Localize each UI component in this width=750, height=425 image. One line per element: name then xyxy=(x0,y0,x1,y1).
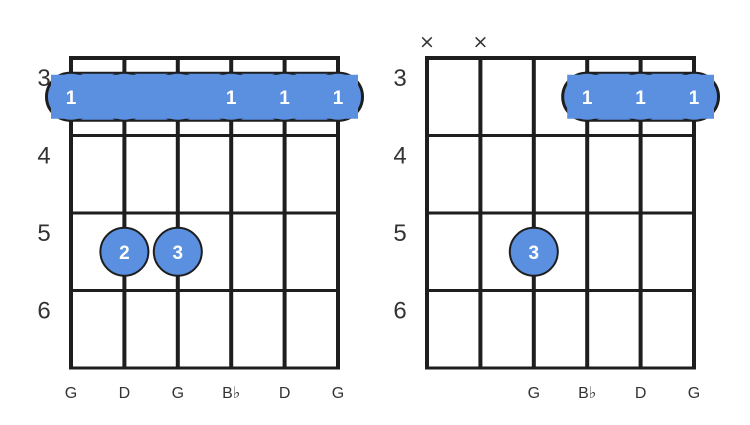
finger-dot xyxy=(508,226,559,277)
fret-number-label: 6 xyxy=(37,298,50,325)
string-note-label: B♭ xyxy=(578,385,596,402)
string-note-label: G xyxy=(332,385,344,402)
chord-diagram-2: 3 4 5 6 × × 1 1 1 3G B♭ D G xyxy=(393,31,721,402)
finger-number: 3 xyxy=(173,243,184,264)
barre-fill xyxy=(51,74,358,119)
chord-diagram-1: 3 4 5 6 1 1 1 1 2 3G D G B♭ D G xyxy=(37,56,364,402)
muted-string-icon: × xyxy=(419,31,435,53)
muted-string-icon: × xyxy=(472,31,488,53)
finger-number: 1 xyxy=(279,88,290,109)
finger-number: 1 xyxy=(635,88,646,109)
string-note-label: G xyxy=(172,385,184,402)
string-note-label: G xyxy=(528,385,540,402)
string-note-label: D xyxy=(635,385,647,402)
finger-number: 1 xyxy=(66,88,77,109)
finger-number: 1 xyxy=(226,88,237,109)
fret-number-label: 4 xyxy=(393,143,406,170)
finger-dot xyxy=(152,226,203,277)
finger-number: 3 xyxy=(529,243,540,264)
finger-number: 1 xyxy=(689,88,700,109)
barre-fill xyxy=(567,74,714,119)
fret-number-label: 3 xyxy=(37,65,50,92)
finger-number: 1 xyxy=(333,88,344,109)
finger-number: 1 xyxy=(582,88,593,109)
string-note-label: D xyxy=(119,385,131,402)
fret-number-label: 4 xyxy=(37,143,50,170)
string-note-label: G xyxy=(688,385,700,402)
fret-number-label: 5 xyxy=(37,220,50,247)
fret-number-label: 5 xyxy=(393,220,406,247)
string-note-label: D xyxy=(279,385,291,402)
fret-number-label: 6 xyxy=(393,298,406,325)
finger-number: 2 xyxy=(119,243,130,264)
finger-dot xyxy=(99,226,150,277)
string-note-label: B♭ xyxy=(222,385,240,402)
fret-number-label: 3 xyxy=(393,65,406,92)
string-note-label: G xyxy=(65,385,77,402)
